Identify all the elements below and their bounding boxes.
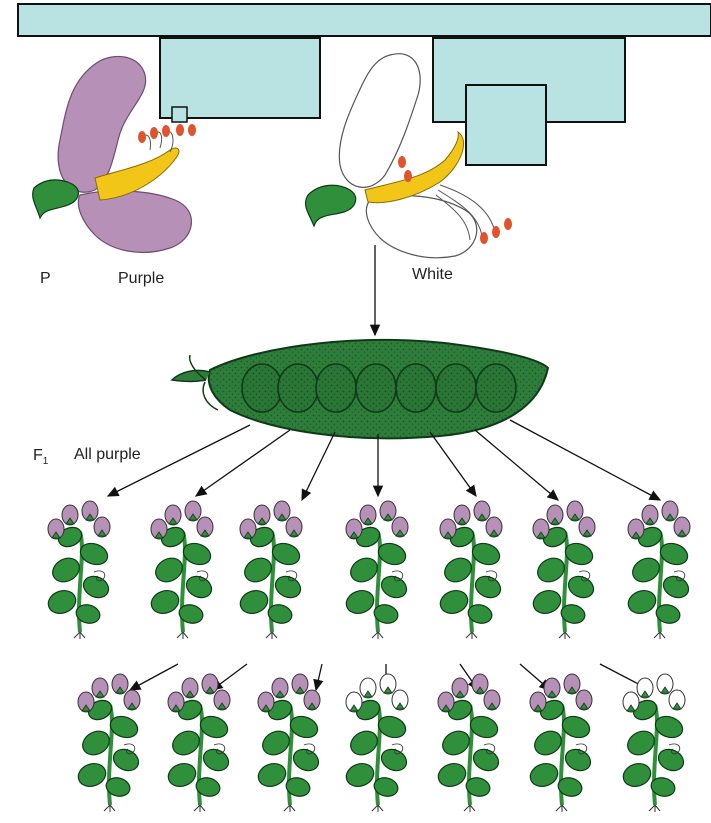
f1-generation-label: F1	[33, 447, 48, 467]
f2-arrow	[316, 664, 322, 690]
white-parent-label: White	[412, 266, 453, 284]
f2-plant	[343, 674, 410, 812]
redaction-box-top	[18, 4, 711, 36]
f1-arrow	[302, 432, 335, 500]
leaf	[343, 587, 377, 617]
leaf	[237, 587, 271, 617]
f1-arrow	[430, 432, 476, 496]
leaf	[272, 572, 304, 601]
purple-parent-label: Purple	[118, 270, 164, 288]
leaf	[565, 572, 597, 601]
f1-plant	[625, 501, 692, 639]
f2-plant	[620, 674, 687, 812]
f1-plant	[437, 501, 504, 639]
redaction-box-left	[160, 38, 320, 118]
leaf	[378, 572, 410, 601]
leaf	[437, 587, 471, 617]
f2-plant	[165, 674, 232, 812]
leaf	[75, 760, 109, 790]
leaf	[470, 745, 502, 774]
f2-plant	[255, 674, 322, 812]
f2-arrow	[130, 664, 178, 690]
leaf	[80, 572, 112, 601]
leaf	[378, 745, 410, 774]
f2-plant	[527, 674, 594, 812]
p-generation-label: P	[40, 270, 51, 288]
redaction-box-small	[172, 107, 187, 122]
f1-plant	[148, 501, 215, 639]
f1-plant	[343, 501, 410, 639]
leaf	[472, 572, 504, 601]
leaf	[343, 760, 377, 790]
f1-plant	[530, 501, 597, 639]
f2-plant	[435, 674, 502, 812]
leaf	[562, 745, 594, 774]
f1-arrow	[196, 430, 290, 496]
f2-plant	[75, 674, 142, 812]
leaf	[530, 587, 564, 617]
redaction-box-right-inner	[466, 85, 546, 165]
f1-plant	[237, 501, 304, 639]
f1-plant	[45, 501, 112, 639]
leaf	[110, 745, 142, 774]
f1-arrow	[475, 430, 558, 500]
f1-subscript: 1	[43, 456, 49, 467]
leaf	[620, 760, 654, 790]
leaf	[290, 745, 322, 774]
leaf	[200, 745, 232, 774]
leaf	[625, 587, 659, 617]
leaf	[45, 587, 79, 617]
pea-pod	[172, 340, 548, 438]
leaf	[255, 760, 289, 790]
f1-arrow	[510, 420, 660, 500]
f1-result-label: All purple	[74, 446, 141, 464]
leaf	[435, 760, 469, 790]
leaf	[660, 572, 692, 601]
leaf	[655, 745, 687, 774]
f1-letter: F	[33, 447, 43, 464]
leaf	[527, 760, 561, 790]
leaf	[183, 572, 215, 601]
leaf	[165, 760, 199, 790]
leaf	[148, 587, 182, 617]
